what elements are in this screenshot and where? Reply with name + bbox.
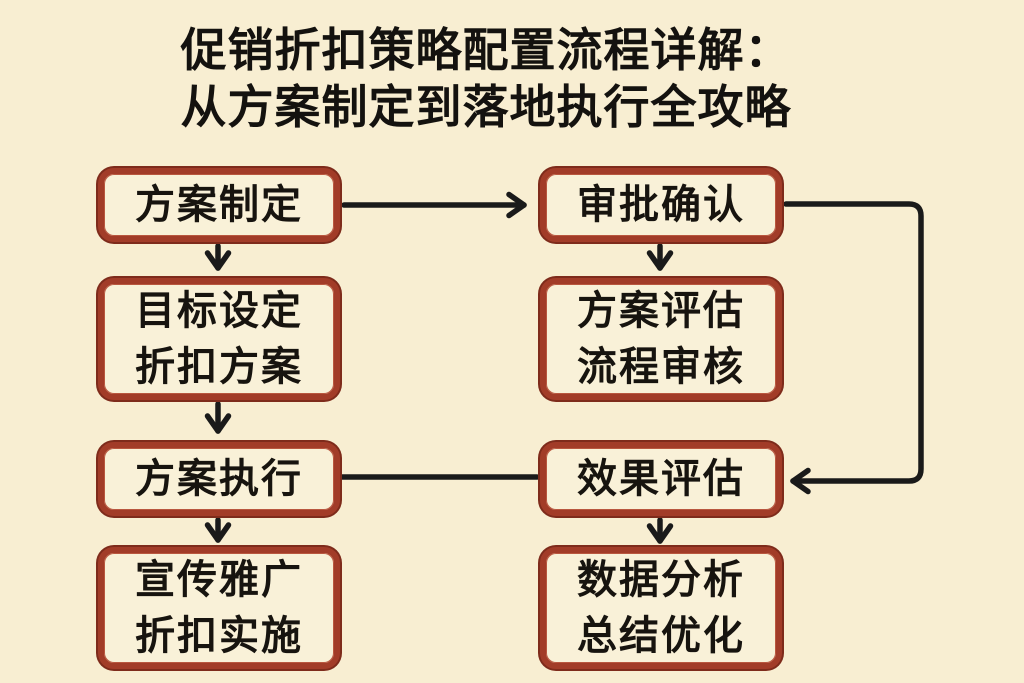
- node-goal-label-line2: 折扣方案: [135, 344, 303, 390]
- node-plan-box: 方案制定: [98, 168, 340, 242]
- node-goal-label-line1: 目标设定: [135, 288, 303, 334]
- arrow-approve-loop-to-effect: [783, 201, 924, 495]
- node-data-label-line1: 数据分析: [577, 557, 745, 603]
- page-title: 促销折扣策略配置流程详解： 从方案制定到落地执行全攻略: [0, 22, 972, 136]
- node-effect-box: 效果评估: [540, 442, 782, 516]
- node-promo-box: 宣传雅广 折扣实施: [98, 547, 340, 669]
- node-promo-label-line1: 宣传雅广: [135, 557, 303, 603]
- node-goal-box: 目标设定 折扣方案: [98, 278, 340, 400]
- title-line-2: 从方案制定到落地执行全攻略: [180, 80, 792, 134]
- node-evaluate-label-line1: 方案评估: [577, 288, 745, 334]
- node-approve-label: 审批确认: [577, 182, 745, 228]
- node-execute-box: 方案执行: [98, 442, 340, 516]
- node-execute-label: 方案执行: [135, 456, 303, 502]
- node-data-label-line2: 总结优化: [577, 613, 745, 659]
- node-effect-label: 效果评估: [577, 456, 745, 502]
- node-approve-box: 审批确认: [540, 168, 782, 242]
- node-evaluate-label-line2: 流程审核: [577, 344, 745, 390]
- node-evaluate-box: 方案评估 流程审核: [540, 278, 782, 400]
- title-line-1: 促销折扣策略配置流程详解：: [180, 23, 792, 77]
- node-data-box: 数据分析 总结优化: [540, 547, 782, 669]
- node-promo-label-line2: 折扣实施: [135, 613, 303, 659]
- node-plan-label: 方案制定: [135, 182, 303, 228]
